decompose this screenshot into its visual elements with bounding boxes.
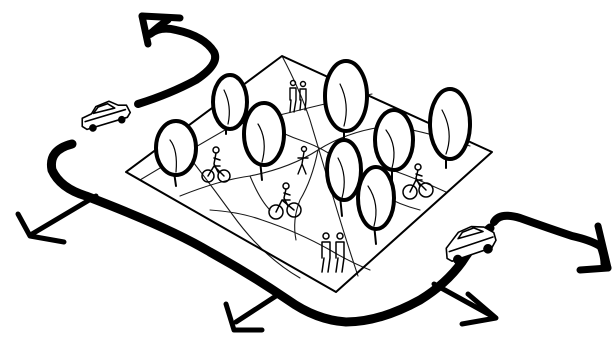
arrow-icon (18, 196, 96, 242)
arrow-icon (226, 296, 276, 330)
car-icon (78, 97, 133, 133)
arrow-icon (434, 284, 496, 324)
road-right (494, 216, 600, 246)
arrow-icon (580, 226, 608, 270)
